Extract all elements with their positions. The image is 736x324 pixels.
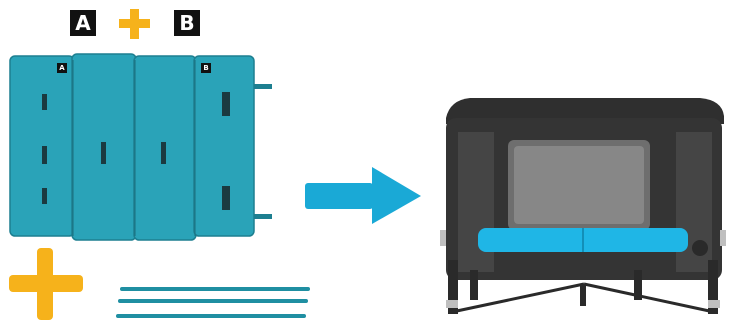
assembly-illustration: A B A B [0,0,736,324]
assembled-travel-cot [0,0,736,324]
